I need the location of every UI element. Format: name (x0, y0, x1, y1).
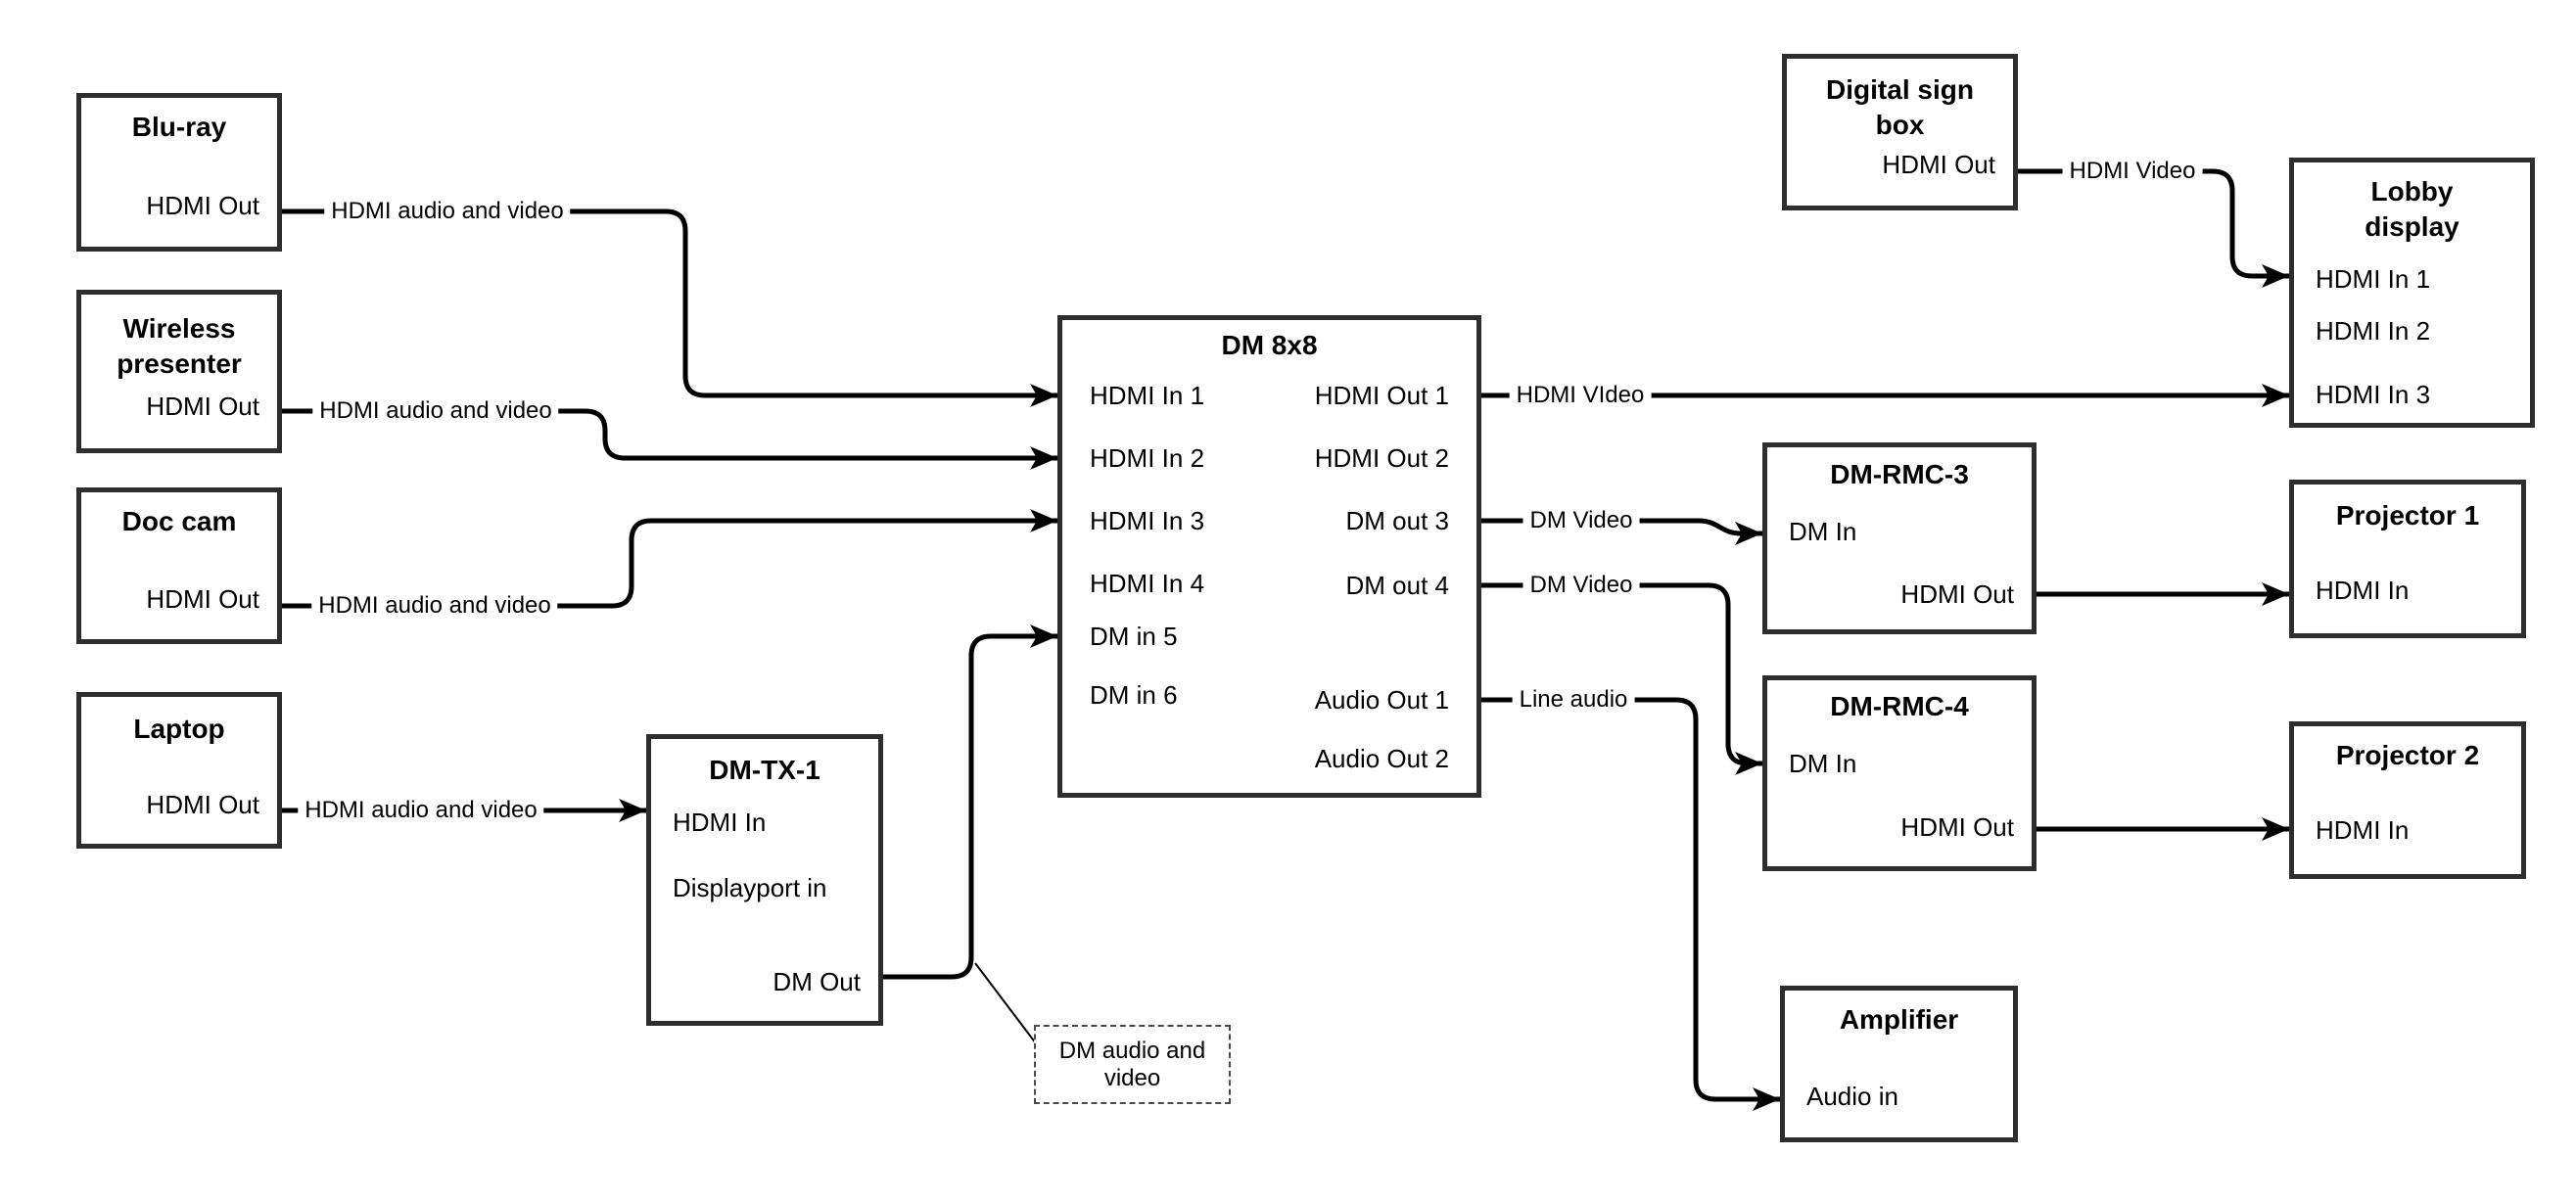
node-digital-sign-box[interactable]: Digital sign box HDMI Out (1782, 54, 2018, 210)
port-dm8x8-dm-out-3: DM out 3 (1345, 506, 1450, 535)
node-dm-tx-1[interactable]: DM-TX-1 HDMI In Displayport in DM Out (646, 734, 883, 1026)
port-dm8x8-hdmi-in-2: HDMI In 2 (1090, 443, 1205, 473)
wire-dm8x8-out4-to-rmc4 (1481, 582, 1762, 775)
node-digital-sign-box-title: Digital sign box (1826, 74, 1974, 140)
wire-dm8x8-out3-to-rmc3 (1481, 518, 1762, 545)
port-dm8x8-dm-in-6: DM in 6 (1090, 680, 1178, 710)
node-amplifier-title: Amplifier (1839, 1004, 1959, 1035)
node-bluray-title: Blu-ray (131, 112, 227, 142)
wire-sign-to-lobby-in1 (2018, 168, 2289, 288)
port-doccam-hdmi-out: HDMI Out (146, 584, 259, 614)
node-lobby-display-title: Lobby display (2365, 176, 2459, 242)
port-dmtx1-displayport-in: Displayport in (673, 873, 827, 902)
port-rmc4-hdmi-out: HDMI Out (1900, 812, 2014, 842)
edge-label-dm-video-out4: DM Video (1522, 571, 1640, 600)
node-dm-rmc-3-title: DM-RMC-3 (1830, 459, 1969, 489)
port-projector1-hdmi-in: HDMI In (2316, 576, 2410, 605)
wire-dmtx1-to-dm8x8-in5 (883, 624, 1057, 980)
node-bluray[interactable]: Blu-ray HDMI Out (76, 93, 282, 252)
wire-bluray-to-dm8x8-in1 (282, 208, 1057, 407)
edge-label-line-audio: Line audio (1512, 685, 1635, 715)
note-dm-audio-and-video: DM audio and video (1034, 1025, 1231, 1104)
edge-label-bluray-hdmi-av: HDMI audio and video (324, 197, 571, 226)
port-amplifier-audio-in: Audio in (1806, 1082, 1898, 1111)
port-dmtx1-hdmi-in: HDMI In (673, 808, 767, 837)
port-dm8x8-dm-out-4: DM out 4 (1345, 571, 1450, 600)
edge-label-hdmi-video-out1: HDMI VIdeo (1509, 381, 1652, 410)
port-rmc3-dm-in: DM In (1789, 517, 1857, 546)
port-wireless-hdmi-out: HDMI Out (146, 392, 259, 421)
port-projector2-hdmi-in: HDMI In (2316, 815, 2410, 845)
node-dm-rmc-4[interactable]: DM-RMC-4 DM In HDMI Out (1762, 675, 2037, 871)
edge-label-doccam-hdmi-av: HDMI audio and video (311, 591, 558, 621)
node-laptop-title: Laptop (133, 714, 225, 744)
node-wireless-presenter[interactable]: Wireless presenter HDMI Out (76, 290, 282, 453)
port-rmc4-dm-in: DM In (1789, 749, 1857, 778)
port-lobby-hdmi-in-2: HDMI In 2 (2316, 316, 2431, 346)
port-dmtx1-dm-out: DM Out (773, 967, 861, 996)
edge-label-hdmi-video-sign: HDMI Video (2062, 157, 2203, 186)
wire-dm8x8-audio1-to-amplifier (1481, 697, 1780, 1111)
port-dm8x8-dm-in-5: DM in 5 (1090, 622, 1178, 651)
port-dm8x8-hdmi-out-1: HDMI Out 1 (1314, 381, 1449, 410)
port-dm8x8-audio-out-2: Audio Out 2 (1314, 744, 1449, 773)
port-dm8x8-hdmi-in-4: HDMI In 4 (1090, 569, 1205, 598)
node-projector-2-title: Projector 2 (2335, 740, 2480, 770)
node-wireless-presenter-title: Wireless presenter (117, 313, 242, 379)
port-dm8x8-hdmi-in-3: HDMI In 3 (1090, 506, 1205, 535)
port-dm8x8-hdmi-in-1: HDMI In 1 (1090, 381, 1205, 410)
node-dm-rmc-4-title: DM-RMC-4 (1830, 691, 1969, 721)
node-dm-8x8-title: DM 8x8 (1221, 330, 1318, 360)
node-amplifier[interactable]: Amplifier Audio in (1780, 986, 2018, 1142)
node-dm-8x8[interactable]: DM 8x8 HDMI In 1 HDMI In 2 HDMI In 3 HDM… (1057, 315, 1481, 798)
port-lobby-hdmi-in-3: HDMI In 3 (2316, 380, 2431, 409)
note-leader-line (974, 962, 1037, 1044)
port-lobby-hdmi-in-1: HDMI In 1 (2316, 264, 2431, 294)
port-laptop-hdmi-out: HDMI Out (146, 790, 259, 819)
wire-wireless-to-dm8x8-in2 (282, 408, 1057, 470)
node-dm-tx-1-title: DM-TX-1 (709, 755, 820, 785)
port-bluray-hdmi-out: HDMI Out (146, 191, 259, 220)
node-lobby-display[interactable]: Lobby display HDMI In 1 HDMI In 2 HDMI I… (2289, 158, 2535, 428)
wire-doccam-to-dm8x8-in3 (282, 509, 1057, 609)
node-doc-cam-title: Doc cam (121, 506, 237, 536)
node-projector-2[interactable]: Projector 2 HDMI In (2289, 721, 2526, 879)
port-sign-hdmi-out: HDMI Out (1882, 150, 1995, 179)
node-doc-cam[interactable]: Doc cam HDMI Out (76, 487, 282, 644)
port-dm8x8-audio-out-1: Audio Out 1 (1314, 685, 1449, 715)
node-laptop[interactable]: Laptop HDMI Out (76, 692, 282, 849)
node-dm-rmc-3[interactable]: DM-RMC-3 DM In HDMI Out (1762, 442, 2037, 634)
port-dm8x8-hdmi-out-2: HDMI Out 2 (1314, 443, 1449, 473)
port-rmc3-hdmi-out: HDMI Out (1900, 579, 2014, 609)
edge-label-wireless-hdmi-av: HDMI audio and video (312, 396, 559, 426)
edge-label-laptop-hdmi-av: HDMI audio and video (298, 796, 544, 825)
edge-label-dm-video-out3: DM Video (1522, 506, 1640, 535)
node-projector-1-title: Projector 1 (2335, 500, 2480, 531)
node-projector-1[interactable]: Projector 1 HDMI In (2289, 480, 2526, 638)
